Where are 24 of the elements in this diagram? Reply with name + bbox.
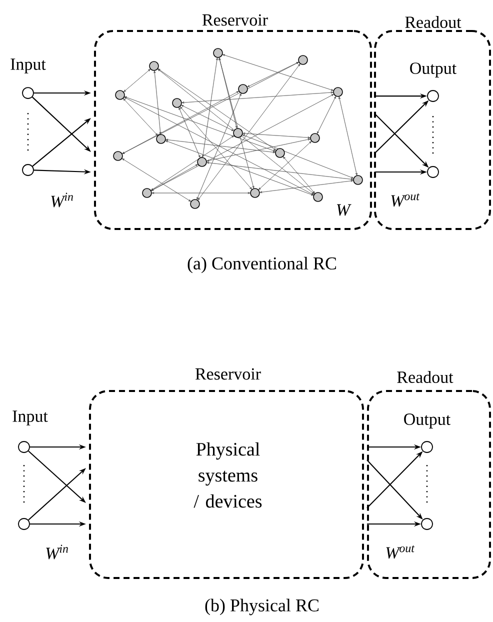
box-heading: Readout <box>405 16 462 28</box>
neuron-circle <box>421 518 433 530</box>
weight-label: W$^{out}$ <box>386 545 415 559</box>
box-heading: Readout <box>397 371 454 383</box>
box-text: Physical systems / devices <box>194 442 262 508</box>
neuron-circle <box>18 518 30 530</box>
weight-label: W <box>337 204 352 216</box>
neuron-circle <box>421 441 433 453</box>
layer-label: Input <box>10 58 46 74</box>
neuron-circle <box>427 166 439 178</box>
neuron-circle <box>427 90 439 102</box>
subfigure-caption: (a) Conventional RC <box>188 256 336 274</box>
box-heading: Reservoir <box>195 368 261 380</box>
box-heading: Reservoir <box>202 14 268 26</box>
layer-label: Output <box>404 414 450 428</box>
weight-label: W$^{out}$ <box>391 193 420 207</box>
layer-label: Input <box>12 410 48 426</box>
layer-label: Output <box>410 62 456 78</box>
neuron-circle <box>22 164 34 176</box>
neuron-circle <box>18 441 30 453</box>
weight-label: W$^{in}$ <box>51 192 73 208</box>
weight-label: W$^{in}$ <box>46 544 68 560</box>
subfigure-caption: (b) Physical RC <box>205 598 318 616</box>
neuron-circle <box>22 87 34 99</box>
